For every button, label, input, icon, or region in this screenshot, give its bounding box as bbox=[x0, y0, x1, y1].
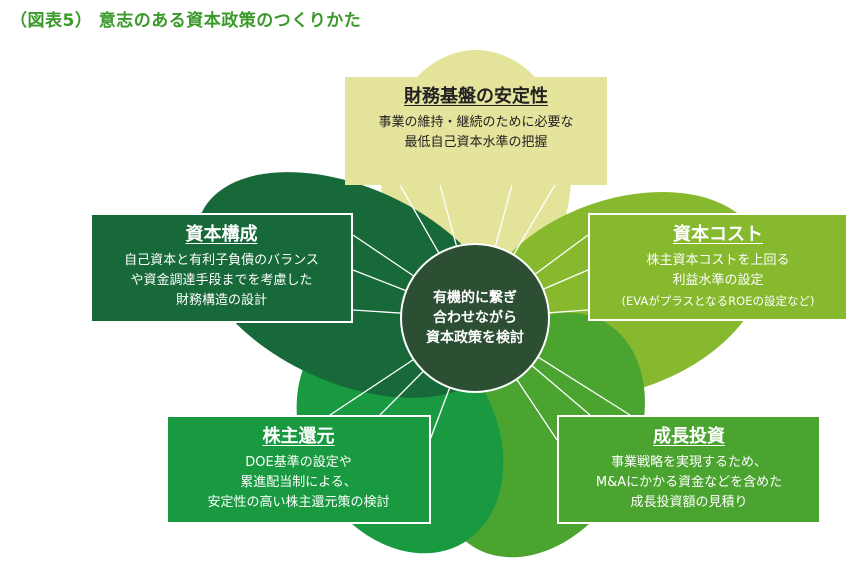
box-text: 財務構造の設計 bbox=[175, 293, 267, 308]
box-text: や資金調達手段までを考慮した bbox=[130, 273, 313, 288]
center-text: 合わせながら bbox=[433, 310, 517, 326]
box-text: 成長投資額の見積り bbox=[630, 495, 748, 510]
center-text: 資本政策を検討 bbox=[426, 330, 524, 346]
box-heading: 財務基盤の安定性 bbox=[404, 86, 548, 107]
box-heading: 成長投資 bbox=[653, 426, 725, 447]
box-text: 安定性の高い株主還元策の検討 bbox=[207, 495, 390, 510]
box-shareholder-return: 株主還元 DOE基準の設定や 累進配当制による、 安定性の高い株主還元策の検討 bbox=[166, 415, 431, 524]
box-text: DOE基準の設定や bbox=[245, 455, 352, 470]
box-text: 累進配当制による、 bbox=[240, 475, 357, 490]
box-growth-investment: 成長投資 事業戦略を実現するため、 M&Aにかかる資金などを含めた 成長投資額の… bbox=[557, 415, 821, 524]
box-cost-of-capital: 資本コスト 株主資本コストを上回る 利益水準の設定 (EVAがプラスとなるROE… bbox=[588, 213, 848, 321]
box-capital-structure: 資本構成 自己資本と有利子負債のバランス や資金調達手段までを考慮した 財務構造… bbox=[90, 213, 353, 323]
box-text: 最低自己資本水準の把握 bbox=[404, 135, 548, 150]
diagram-title: （図表5） 意志のある資本政策のつくりかた bbox=[10, 11, 362, 31]
center-text: 有機的に繋ぎ bbox=[433, 290, 517, 306]
box-text: 株主資本コストを上回る bbox=[646, 253, 790, 268]
center-circle: 有機的に繋ぎ 合わせながら 資本政策を検討 bbox=[400, 243, 550, 393]
box-financial-stability: 財務基盤の安定性 事業の維持・継続のために必要な 最低自己資本水準の把握 bbox=[345, 77, 607, 185]
box-heading: 資本構成 bbox=[185, 224, 258, 245]
box-text: M&Aにかかる資金などを含めた bbox=[595, 475, 783, 490]
box-text: 自己資本と有利子負債のバランス bbox=[124, 253, 319, 268]
box-text: 利益水準の設定 bbox=[672, 273, 764, 288]
box-text: 事業戦略を実現するため、 bbox=[610, 455, 767, 470]
box-heading: 資本コスト bbox=[673, 224, 763, 245]
box-text: 事業の維持・継続のために必要な bbox=[378, 115, 574, 130]
box-heading: 株主還元 bbox=[262, 426, 335, 447]
box-text: (EVAがプラスとなるROEの設定など) bbox=[621, 294, 815, 308]
